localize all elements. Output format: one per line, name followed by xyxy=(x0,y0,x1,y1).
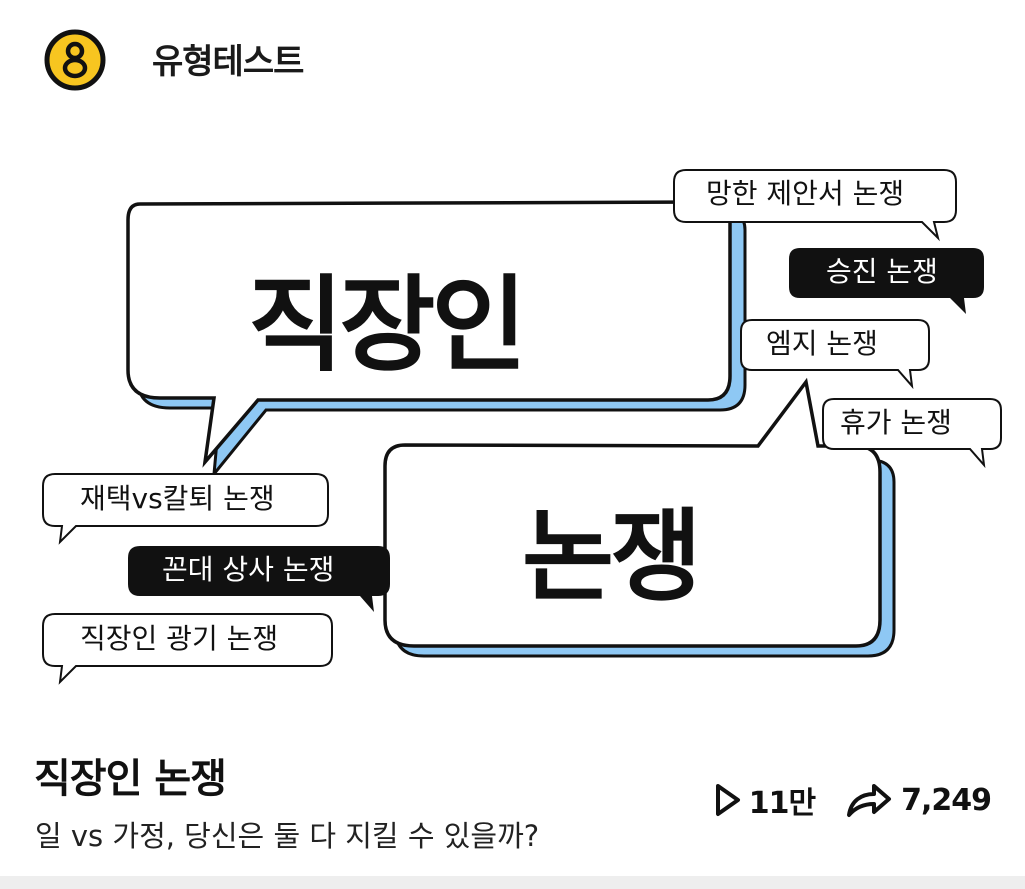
tag-vacation: 휴가 논쟁 xyxy=(840,406,952,439)
test-subtitle: 일 vs 가정, 당신은 둘 다 지킬 수 있을까? xyxy=(35,819,540,853)
tag-failed-proposal: 망한 제안서 논쟁 xyxy=(706,177,905,210)
headline-top: 직장인 xyxy=(248,264,527,386)
brand-name[interactable]: 유형테스트 xyxy=(152,42,304,82)
share-icon[interactable] xyxy=(845,781,893,819)
tag-bubble-1 xyxy=(673,169,957,242)
share-count-value: 7,249 xyxy=(901,782,992,818)
thumbnail-illustration xyxy=(42,169,1002,685)
play-count-value: 11만 xyxy=(748,786,816,821)
tag-remote-vs-offwork: 재택vs칼퇴 논쟁 xyxy=(80,482,275,515)
tag-bubble-6 xyxy=(128,546,390,612)
tag-bubble-2 xyxy=(789,248,984,314)
tag-bubble-7 xyxy=(42,613,333,685)
tag-bubble-3 xyxy=(740,319,930,390)
tag-office-madness: 직장인 광기 논쟁 xyxy=(80,622,279,655)
play-icon xyxy=(715,784,740,816)
tag-kkondae-boss: 꼰대 상사 논쟁 xyxy=(162,553,335,586)
tag-mz: 엠지 논쟁 xyxy=(766,327,878,360)
test-title[interactable]: 직장인 논쟁 xyxy=(34,756,227,802)
test-thumbnail[interactable]: 직장인 논쟁 망한 제안서 논쟁 승진 논쟁 엠지 논쟁 휴가 논쟁 재택vs칼… xyxy=(0,140,1025,700)
tag-bubble-5 xyxy=(42,473,329,545)
headline-bottom: 논쟁 xyxy=(522,498,702,615)
test-stats: 11만 7,249 xyxy=(685,776,992,824)
brand-logo-icon[interactable] xyxy=(44,29,106,91)
tag-bubble-4 xyxy=(822,398,1002,469)
tag-promotion: 승진 논쟁 xyxy=(826,255,938,288)
play-count: 11만 xyxy=(715,778,816,822)
bottom-divider xyxy=(0,876,1025,889)
share-count[interactable]: 7,249 xyxy=(845,781,992,819)
app-header: 유형테스트 xyxy=(0,0,1025,120)
